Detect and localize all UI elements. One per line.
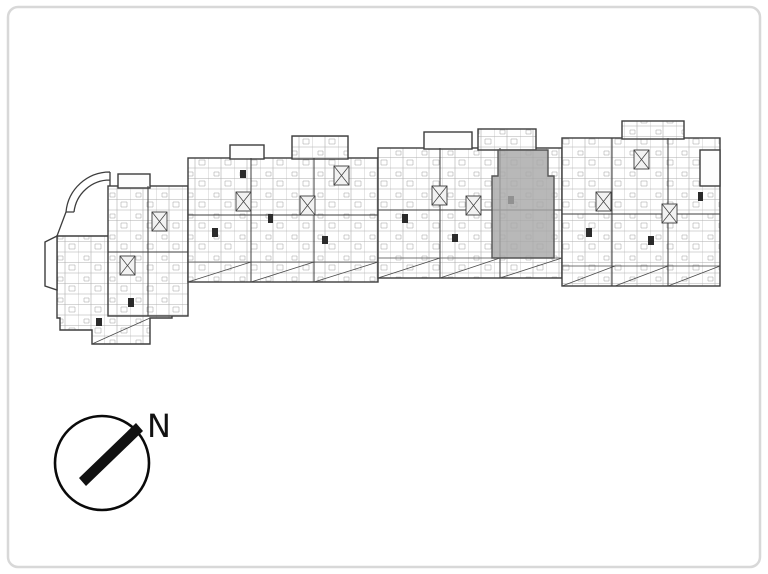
stair-core (299, 195, 316, 216)
highlighted-unit (491, 149, 555, 259)
page-frame (6, 5, 762, 569)
stair-core (333, 165, 350, 186)
balcony-railing-lines (91, 257, 721, 345)
compass-needle (79, 423, 143, 486)
stair-core (151, 211, 168, 232)
building-floor-plan (44, 120, 721, 345)
stair-core (661, 203, 678, 224)
roof-protrusion (477, 128, 537, 151)
stair-core (633, 149, 650, 170)
roof-protrusion (117, 173, 151, 189)
stair-core (595, 191, 612, 212)
north-compass: N (53, 407, 171, 512)
curved-wall (56, 171, 111, 237)
roof-protrusion (291, 135, 349, 160)
stair-core (431, 185, 448, 206)
north-label: N (147, 407, 171, 445)
stair-core (119, 255, 136, 276)
roof-protrusion (423, 131, 473, 150)
stair-core (465, 195, 482, 216)
stair-core (235, 191, 252, 212)
roof-protrusion (699, 149, 721, 187)
roof-protrusion (621, 120, 685, 140)
roof-protrusion (229, 144, 265, 160)
building-annex (44, 234, 58, 291)
building-block (187, 157, 379, 283)
